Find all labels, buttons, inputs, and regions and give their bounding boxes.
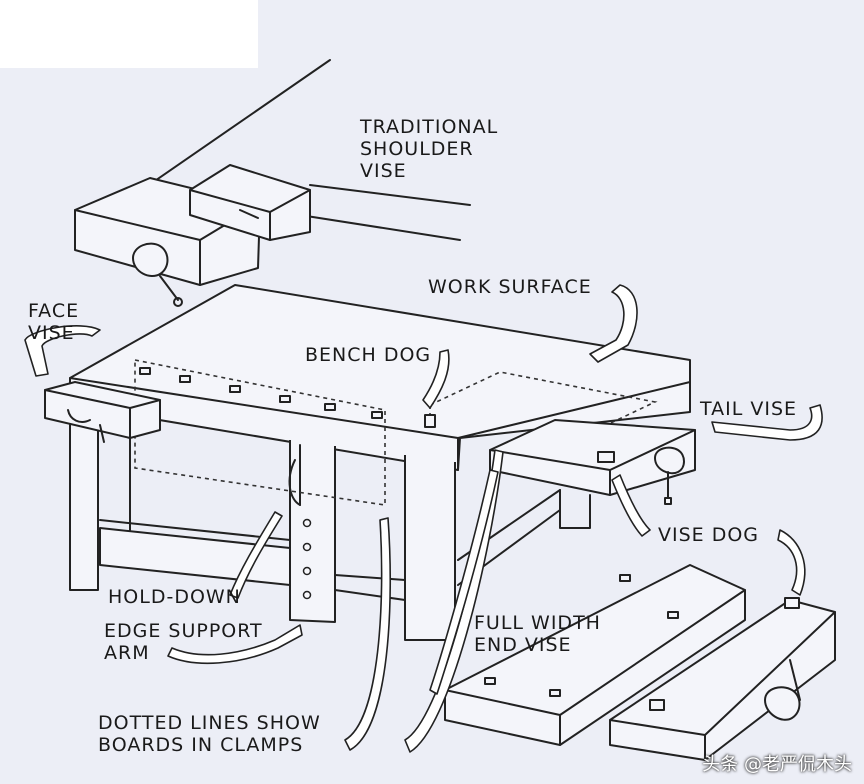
bench-top-drawing	[69, 284, 691, 641]
label-shoulder-vise: TRADITIONAL SHOULDER VISE	[360, 116, 499, 182]
watermark: 头条 @老严侃木头	[702, 754, 852, 775]
label-end-vise: FULL WIDTH END VISE	[474, 612, 601, 656]
label-vise-dog: VISE DOG	[658, 524, 760, 546]
label-work-surface: WORK SURFACE	[428, 276, 592, 298]
label-bench-dog: BENCH DOG	[305, 344, 432, 366]
blank-corner-patch	[0, 0, 258, 68]
label-tail-vise: TAIL VISE	[700, 398, 798, 420]
label-face-vise: FACE VISE	[28, 300, 80, 344]
label-hold-down: HOLD-DOWN	[108, 586, 241, 608]
tail-vise-drawing	[424, 414, 696, 505]
end-vise-drawing	[444, 564, 836, 761]
label-edge-support-arm: EDGE SUPPORT ARM	[104, 620, 263, 664]
label-dotted-lines: DOTTED LINES SHOW BOARDS IN CLAMPS	[98, 712, 321, 756]
shoulder-vise-drawing	[74, 59, 471, 307]
pointer-arrows	[24, 284, 823, 753]
face-vise-drawing	[44, 381, 161, 443]
dotted-boards	[134, 359, 658, 506]
